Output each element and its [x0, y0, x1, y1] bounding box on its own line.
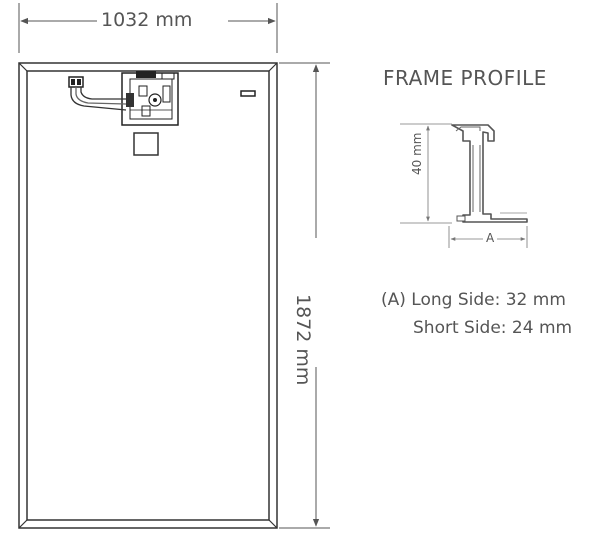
junction-box	[121, 71, 179, 156]
frame-profile-title: FRAME PROFILE	[383, 66, 547, 90]
connector-cables	[68, 76, 127, 111]
profile-depth-label: 40 mm	[410, 131, 424, 176]
profile-dimension-lines	[400, 123, 528, 248]
short-side-note: Short Side: 24 mm	[413, 318, 573, 338]
width-dimension	[18, 3, 278, 53]
label-slot	[240, 90, 256, 97]
long-side-note: (A) Long Side: 32 mm	[381, 290, 566, 310]
height-dimension	[279, 62, 330, 529]
profile-width-marker: A	[485, 231, 496, 245]
frame-profile-shape	[451, 124, 528, 223]
height-label: 1872 mm	[292, 292, 314, 388]
width-label: 1032 mm	[99, 9, 195, 31]
